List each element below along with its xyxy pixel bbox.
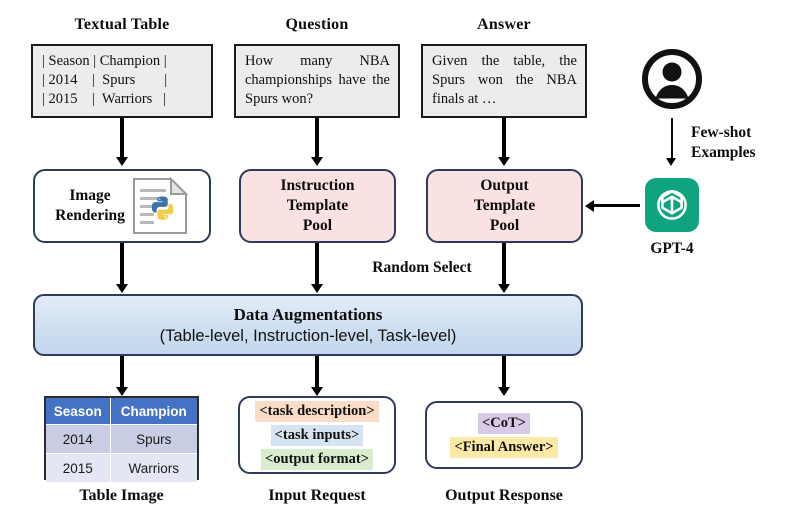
output-pool-line3: Pool [489, 217, 520, 234]
arrow-line-aug-to-table-image [120, 356, 124, 388]
instruction-pool-line1: Instruction [280, 177, 355, 194]
table-cell-champion-1: Spurs [110, 424, 197, 454]
few-shot-line1: Few-shot [691, 124, 752, 141]
chip-cot: <CoT> [478, 412, 530, 434]
input-request-box[interactable]: <task description> <task inputs> <output… [238, 396, 396, 474]
textual-table-row-1: | 2014 | Spurs | [42, 72, 168, 88]
image-rendering-label-line2: Rendering [55, 207, 125, 224]
data-augmentations-subtitle: (Table-level, Instruction-level, Task-le… [159, 326, 457, 345]
arrow-head-render-to-aug [115, 284, 128, 293]
arrow-head-gpt-to-output-pool [585, 199, 594, 212]
answer-text: Given the table, the Spurs won the NBA f… [432, 53, 577, 107]
table-header-row: Season Champion [46, 398, 197, 425]
instruction-pool-line3: Pool [302, 217, 333, 234]
input-request-caption: Input Request [268, 487, 366, 504]
data-augmentations-title: Data Augmentations [233, 304, 383, 324]
output-template-pool-box[interactable]: Output Template Pool [426, 169, 583, 243]
arrow-head-aug-to-input-request [310, 387, 323, 396]
python-document-icon [131, 176, 189, 236]
arrow-line-aug-to-output-response [502, 356, 506, 388]
table-image: Season Champion 2014 Spurs 2015 Warriors [44, 396, 199, 482]
arrow-head-answer-to-output [497, 157, 510, 166]
random-select-label: Random Select [372, 259, 472, 276]
gpt-label: GPT-4 [650, 240, 694, 257]
arrow-line-avatar-to-gpt [670, 118, 674, 160]
chip-task-inputs: <task inputs> [270, 424, 364, 446]
heading-question: Question [285, 16, 349, 33]
arrow-line-render-to-aug [120, 243, 124, 285]
textual-table-box: | Season | Champion | | 2014 | Spurs | |… [31, 44, 213, 118]
arrow-head-aug-to-table-image [115, 387, 128, 396]
arrow-line-aug-to-input-request [315, 356, 319, 388]
question-box: How many NBA championships have the Spur… [234, 44, 400, 118]
few-shot-line2: Examples [691, 144, 756, 161]
image-rendering-box[interactable]: Image Rendering [33, 169, 211, 243]
arrow-head-question-to-instruction [310, 157, 323, 166]
heading-answer: Answer [477, 16, 531, 33]
table-cell-season-1: 2014 [46, 424, 111, 454]
answer-box: Given the table, the Spurs won the NBA f… [421, 44, 587, 118]
table-image-caption: Table Image [79, 487, 164, 504]
arrow-line-table-to-render [120, 118, 124, 158]
table-col-season: Season [46, 398, 111, 425]
table-col-champion: Champion [110, 398, 197, 425]
openai-logo-icon [645, 178, 699, 232]
table-cell-champion-2: Warriors [110, 453, 197, 482]
arrow-head-avatar-to-gpt [666, 158, 677, 166]
chip-final-answer: <Final Answer> [450, 436, 558, 458]
output-response-box[interactable]: <CoT> <Final Answer> [425, 401, 583, 469]
arrow-line-output-to-aug [502, 243, 506, 285]
output-pool-line2: Template [473, 197, 536, 214]
table-row: 2014 Spurs [46, 424, 197, 454]
arrow-head-table-to-render [115, 157, 128, 166]
instruction-pool-line2: Template [286, 197, 349, 214]
question-text: How many NBA championships have the Spur… [245, 53, 390, 107]
table-cell-season-2: 2015 [46, 453, 111, 482]
user-avatar-icon [641, 48, 703, 110]
chip-task-description: <task description> [255, 400, 379, 422]
arrow-line-instruction-to-aug [315, 243, 319, 285]
instruction-template-pool-box[interactable]: Instruction Template Pool [239, 169, 396, 243]
chip-output-format: <output format> [261, 448, 373, 470]
table-row: 2015 Warriors [46, 453, 197, 482]
arrow-head-aug-to-output-response [497, 387, 510, 396]
arrow-line-answer-to-output [502, 118, 506, 158]
output-response-caption: Output Response [445, 487, 563, 504]
image-rendering-label-line1: Image [69, 187, 111, 204]
arrow-line-gpt-to-output-pool [594, 204, 640, 208]
arrow-head-instruction-to-aug [310, 284, 323, 293]
textual-table-row-2: | 2015 | Warriors | [42, 91, 167, 107]
heading-textual-table: Textual Table [74, 16, 170, 33]
textual-table-row-header: | Season | Champion | [42, 53, 167, 69]
arrow-head-output-to-aug [497, 284, 510, 293]
arrow-line-question-to-instruction [315, 118, 319, 158]
few-shot-examples-label: Few-shot Examples [691, 123, 791, 163]
output-pool-line1: Output [480, 177, 529, 194]
data-augmentations-bar[interactable]: Data Augmentations (Table-level, Instruc… [33, 294, 583, 356]
